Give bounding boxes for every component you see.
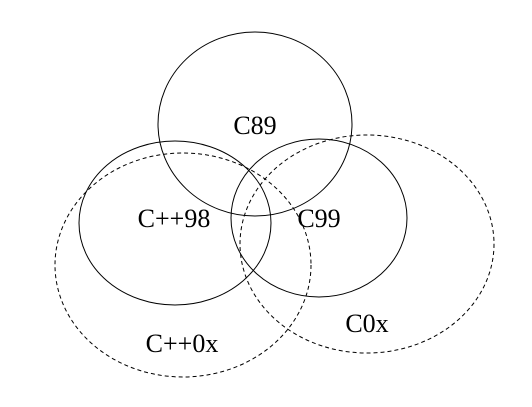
set-c0x-label: C0x <box>345 309 388 338</box>
set-c89-outline <box>157 31 353 217</box>
set-cpp0x-label: C++0x <box>146 329 219 358</box>
set-cpp98-label: C++98 <box>138 204 211 233</box>
set-c89-label: C89 <box>233 111 276 140</box>
set-c0x-outline <box>239 134 495 354</box>
set-c99-outline <box>230 138 408 298</box>
set-cpp98-outline <box>78 140 272 306</box>
set-c99-label: C99 <box>297 204 340 233</box>
set-cpp0x-outline <box>54 152 312 378</box>
